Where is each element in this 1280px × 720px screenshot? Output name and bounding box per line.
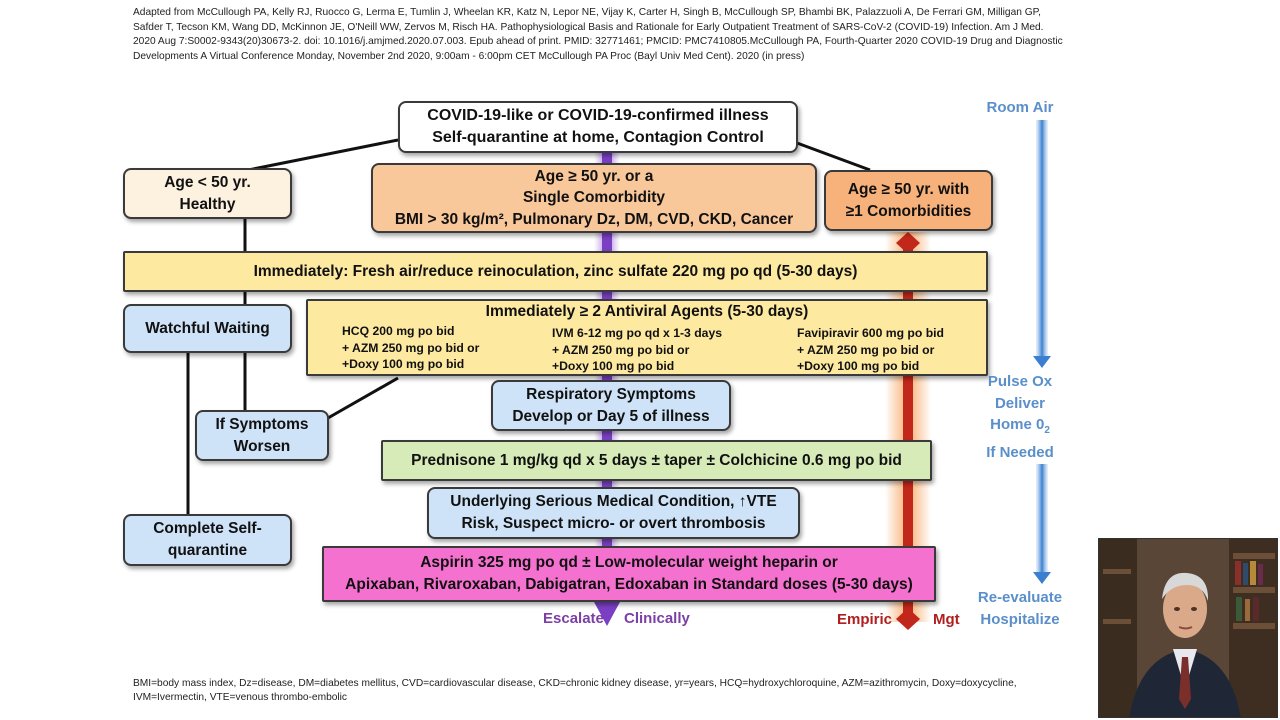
age-under-50-line1: Age < 50 yr.: [164, 173, 251, 191]
antiviral-col3-line3: +Doxy 100 mg po bid: [797, 359, 920, 373]
antiviral-title: Immediately ≥ 2 Antiviral Agents (5-30 d…: [485, 303, 809, 320]
antiviral-col-hcq: HCQ 200 mg po bid + AZM 250 mg po bid or…: [342, 323, 479, 373]
purple-arrow-head: [593, 600, 621, 626]
antiviral-col-ivm: IVM 6-12 mg po qd x 1-3 days + AZM 250 m…: [552, 325, 722, 375]
antiviral-col1-line2: + AZM 250 mg po bid or: [342, 340, 480, 355]
red-arrow-shaft: [903, 240, 913, 616]
pulse-ox-line3-sub: 2: [1044, 425, 1050, 436]
age-multi-comorbidity-box: Age ≥ 50 yr. with ≥1 Comorbidities: [824, 170, 993, 231]
antiviral-agents-box: Immediately ≥ 2 Antiviral Agents (5-30 d…: [306, 299, 988, 376]
escalate-label: Escalate: [543, 610, 604, 627]
initial-illness-line2: Self-quarantine at home, Contagion Contr…: [432, 129, 764, 146]
complete-self-quarantine-box: Complete Self- quarantine: [123, 514, 292, 566]
age-multi-line1: Age ≥ 50 yr. with: [847, 180, 970, 198]
pulse-ox-line1: Pulse Ox: [987, 373, 1053, 390]
age-single-line2: Single Comorbidity: [522, 189, 666, 207]
if-worsen-line2: Worsen: [233, 437, 291, 455]
pulse-ox-line2: Deliver: [994, 394, 1046, 412]
reevaluate-line2: Hospitalize: [980, 610, 1060, 628]
aspirin-line1: Aspirin 325 mg po qd ± Low-molecular wei…: [420, 554, 838, 571]
initial-illness-box: COVID-19-like or COVID-19-confirmed illn…: [398, 101, 798, 153]
antiviral-col1-line1: HCQ 200 mg po bid: [342, 324, 455, 338]
pulse-ox-label: Pulse Ox Deliver Home 02 If Needed: [978, 371, 1062, 463]
purple-arrow-shaft: [602, 152, 612, 604]
blue-arrow-shaft-2: [1036, 464, 1048, 574]
empiric-label: Empiric: [837, 611, 893, 628]
prednisone-box: Prednisone 1 mg/kg qd x 5 days ± taper ±…: [381, 440, 932, 481]
room-air-label: Room Air: [986, 99, 1054, 116]
citation-text: Adapted from McCullough PA, Kelly RJ, Ru…: [133, 7, 1063, 62]
age-under-50-box: Age < 50 yr. Healthy: [123, 168, 292, 219]
clinically-label: Clinically: [624, 610, 690, 627]
underlying-line1: Underlying Serious Medical Condition, ↑V…: [450, 493, 777, 510]
antiviral-col2-line3: +Doxy 100 mg po bid: [552, 359, 675, 373]
initial-illness-line1: COVID-19-like or COVID-19-confirmed illn…: [427, 107, 769, 124]
reevaluate-line1: Re-evaluate: [977, 589, 1063, 606]
respiratory-line1: Respiratory Symptoms: [526, 385, 696, 403]
worsen-connector-line: [327, 376, 399, 420]
aspirin-line2: Apixaban, Rivaroxaban, Dabigatran, Edoxa…: [345, 576, 913, 593]
immediately-zinc-text: Immediately: Fresh air/reduce reinoculat…: [253, 262, 858, 280]
age-single-comorbidity-box: Age ≥ 50 yr. or a Single Comorbidity BMI…: [371, 163, 817, 233]
abbreviations-footnote: BMI=body mass index, Dz=disease, DM=diab…: [133, 678, 1017, 703]
if-symptoms-worsen-box: If Symptoms Worsen: [195, 410, 329, 461]
antiviral-col3-line2: + AZM 250 mg po bid or: [797, 342, 935, 357]
age-multi-line2: ≥1 Comorbidities: [845, 202, 972, 220]
pulse-ox-line3-text: Home 0: [990, 416, 1045, 433]
antiviral-col2-line1: IVM 6-12 mg po qd x 1-3 days: [552, 326, 722, 340]
pulse-ox-line3: Home 02: [978, 414, 1062, 442]
presenter-video: [1098, 538, 1278, 718]
branch-line-left: [237, 138, 399, 174]
red-diamond-top: [896, 232, 920, 254]
age-under-50-line2: Healthy: [179, 195, 236, 213]
age-single-line1: Age ≥ 50 yr. or a: [534, 167, 654, 185]
blue-arrow-shaft-1: [1036, 120, 1048, 358]
red-diamond-bottom: [896, 608, 920, 630]
branch-line-right: [796, 141, 871, 172]
reevaluate-label: Re-evaluate Hospitalize: [972, 587, 1068, 630]
blue-arrow-head-1: [1033, 356, 1051, 368]
antiviral-col-favipiravir: Favipiravir 600 mg po bid + AZM 250 mg p…: [797, 325, 944, 375]
presenter-video-image: [1099, 539, 1277, 717]
antiviral-col1-line3: +Doxy 100 mg po bid: [342, 357, 465, 371]
watchful-waiting-text: Watchful Waiting: [145, 319, 270, 337]
immediately-zinc-box: Immediately: Fresh air/reduce reinoculat…: [123, 251, 988, 292]
aspirin-anticoagulant-box: Aspirin 325 mg po qd ± Low-molecular wei…: [322, 546, 936, 602]
if-worsen-line1: If Symptoms: [215, 415, 309, 433]
age-single-line3: BMI > 30 kg/m², Pulmonary Dz, DM, CVD, C…: [394, 210, 794, 228]
complete-line2: quarantine: [167, 542, 248, 559]
complete-line1: Complete Self-: [153, 520, 262, 537]
underlying-line2: Risk, Suspect micro- or overt thrombosis: [461, 515, 766, 532]
antiviral-col2-line2: + AZM 250 mg po bid or: [552, 342, 690, 357]
prednisone-text: Prednisone 1 mg/kg qd x 5 days ± taper ±…: [411, 451, 902, 469]
mgt-label: Mgt: [933, 611, 960, 628]
underlying-condition-box: Underlying Serious Medical Condition, ↑V…: [427, 487, 800, 539]
pulse-ox-line4: If Needed: [986, 443, 1054, 461]
respiratory-symptoms-box: Respiratory Symptoms Develop or Day 5 of…: [491, 380, 731, 431]
respiratory-line2: Develop or Day 5 of illness: [512, 407, 710, 425]
watchful-waiting-box: Watchful Waiting: [123, 304, 292, 353]
blue-arrow-head-2: [1033, 572, 1051, 584]
antiviral-col3-line1: Favipiravir 600 mg po bid: [797, 326, 944, 340]
